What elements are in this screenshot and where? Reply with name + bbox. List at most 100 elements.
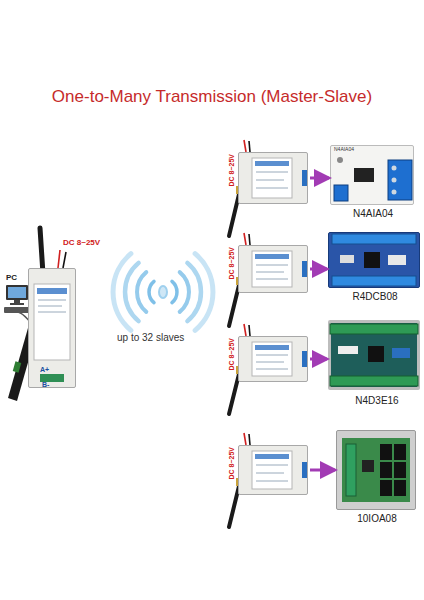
board-r4dcb08 [364, 252, 380, 268]
module-panel [256, 265, 288, 266]
module-panel [256, 272, 284, 273]
power-wire [244, 140, 246, 152]
board-n4aia04 [334, 185, 348, 201]
board-n4d3e16 [392, 348, 410, 358]
signal-name: B- [42, 381, 49, 389]
pc-icon [8, 287, 26, 298]
radio-module: DC 8~25V [238, 336, 308, 382]
pc-icon [4, 307, 30, 313]
board-10ioa08 [394, 462, 406, 478]
connector-arrow [310, 469, 335, 472]
module-panel [302, 261, 307, 277]
module-panel [252, 251, 292, 287]
board-n4aia04 [354, 168, 374, 182]
board-model-label: R4DCB08 [319, 291, 424, 302]
radio-module: DC 8~25V [28, 268, 76, 388]
module-panel [34, 284, 70, 360]
board-r4dcb08 [332, 276, 416, 286]
power-wire [244, 324, 246, 336]
diagram-title: One-to-Many Transmission (Master-Slave) [0, 88, 424, 107]
board-10ioa08 [380, 480, 392, 496]
wireless-waves [137, 272, 146, 312]
voltage-label: DC 8~25V [228, 338, 236, 371]
module-panel [255, 161, 289, 166]
module-panel [256, 465, 288, 466]
power-wire [58, 250, 60, 268]
module-panel [40, 374, 64, 382]
board-r4dcb08 [332, 234, 416, 244]
voltage-label: DC 8~25V [63, 239, 100, 248]
board-print: N4AIA04 [334, 147, 354, 153]
board-n4aia04 [392, 178, 397, 183]
wireless-waves [113, 254, 131, 331]
wireless-waves [113, 254, 213, 331]
module-panel [256, 188, 288, 189]
wireless-waves [172, 281, 177, 302]
module-panel [255, 254, 289, 259]
board-10ioa08 [394, 480, 406, 496]
wireless-waves [159, 286, 167, 298]
board-n4aia04 [337, 157, 343, 163]
note-label: up to 32 slaves [117, 332, 184, 343]
signal-name: A+ [40, 366, 49, 374]
board-r4dcb08 [388, 255, 406, 265]
power-wire [249, 325, 250, 336]
radio-module: DC 8~25V [238, 152, 308, 204]
pc-icon [6, 285, 28, 300]
module-panel [38, 300, 66, 301]
connector-arrow [310, 358, 327, 361]
board-n4aia04 [388, 160, 412, 200]
power-wire [249, 141, 250, 152]
power-wire [244, 233, 246, 245]
board-10ioa08 [380, 444, 392, 460]
module-panel [34, 158, 307, 489]
board-n4aia04 [334, 157, 412, 201]
module-panel [256, 172, 288, 173]
board-n4aia04 [392, 166, 397, 171]
module-panel [256, 362, 284, 363]
board-r4dcb08 [332, 234, 416, 286]
board-n4d3e16 [338, 346, 358, 354]
power-wire [58, 140, 250, 445]
module-panel [302, 351, 307, 367]
wireless-waves [195, 254, 213, 331]
board-n4d3e16 [330, 376, 418, 386]
board-n4d3e16 [330, 324, 418, 334]
connector-arrow [310, 268, 327, 271]
module-panel [252, 451, 292, 489]
module-panel [38, 306, 62, 307]
module-panel [302, 462, 307, 478]
pc-icon [14, 300, 20, 303]
board-10ioa08 [362, 460, 374, 472]
module-panel [256, 481, 288, 482]
voltage-label: DC 8~25V [228, 247, 236, 280]
pc-icon [10, 303, 24, 305]
device-label: PC [6, 274, 17, 283]
board-r4dcb08 [340, 255, 354, 263]
module-panel [38, 312, 66, 313]
power-wire [249, 434, 250, 445]
io-board: N4D3E16 [328, 320, 420, 390]
board-10ioa08 [346, 444, 356, 496]
module-panel [256, 180, 284, 181]
voltage-label: DC 8~25V [228, 447, 236, 480]
module-panel [252, 158, 292, 198]
module-panel [302, 170, 307, 186]
module-panel [256, 369, 288, 370]
wireless-waves [149, 281, 154, 302]
module-panel [256, 355, 288, 356]
power-wire [244, 433, 246, 445]
module-panel [252, 342, 292, 376]
board-n4d3e16 [330, 324, 418, 386]
module-panel [256, 473, 284, 474]
board-10ioa08 [342, 438, 410, 502]
module-panel [255, 345, 289, 350]
io-board: R4DCB08 [328, 232, 420, 288]
board-model-label: N4AIA04 [321, 208, 424, 219]
wireless-waves [187, 263, 201, 321]
power-wire [63, 252, 66, 268]
usb-adapter [13, 361, 22, 372]
board-10ioa08 [394, 444, 406, 460]
radio-module: DC 8~25V [238, 245, 308, 293]
